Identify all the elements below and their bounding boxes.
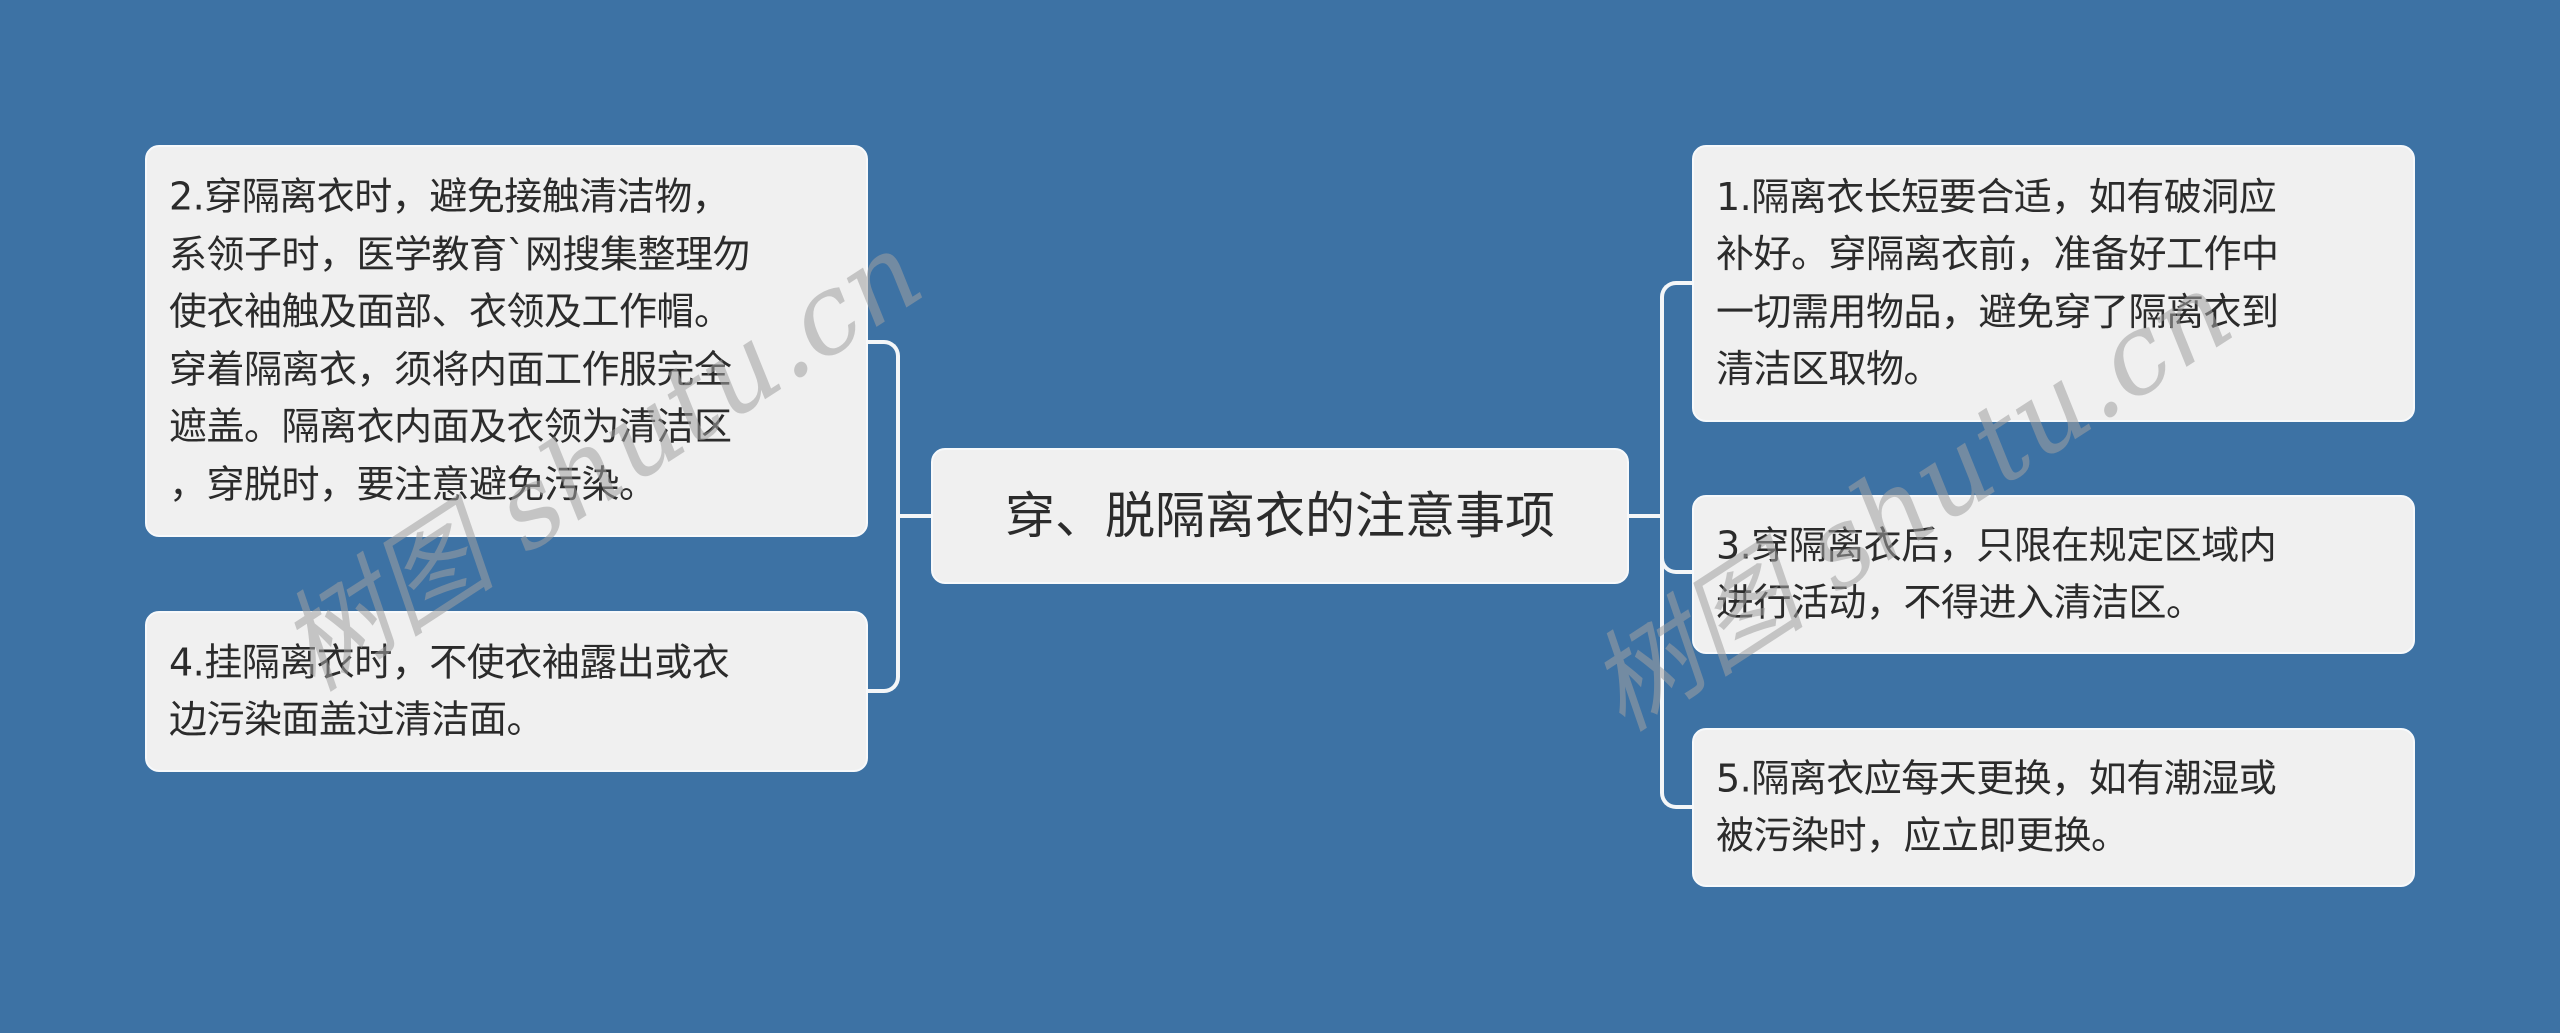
text-line: 2.穿隔离衣时，避免接触清洁物， bbox=[169, 174, 730, 219]
text-line: 清洁区取物。 bbox=[1716, 347, 1942, 391]
branch-node-5-text: 5.隔离衣应每天更换，如有潮湿或 被污染时，应立即更换。 bbox=[1716, 750, 2399, 865]
text-line: ，穿脱时，要注意避免污染。 bbox=[169, 462, 657, 506]
text-line: 被污染时，应立即更换。 bbox=[1716, 813, 2129, 858]
root-node-label: 穿、脱隔离衣的注意事项 bbox=[1005, 487, 1555, 545]
text-line: 3.穿隔离衣后，只限在规定区域内 bbox=[1716, 523, 2277, 567]
bracket-right-bottom bbox=[1660, 514, 1694, 809]
bracket-left-top bbox=[866, 340, 900, 518]
branch-node-1[interactable]: 1.隔离衣长短要合适，如有破洞应 补好。穿隔离衣前，准备好工作中 一切需用物品，… bbox=[1692, 145, 2415, 422]
root-node[interactable]: 穿、脱隔离衣的注意事项 bbox=[931, 448, 1629, 584]
text-line: 补好。穿隔离衣前，准备好工作中 bbox=[1716, 232, 2279, 276]
text-line: 使衣袖触及面部、衣领及工作帽。 bbox=[169, 289, 732, 334]
branch-node-2-text: 2.穿隔离衣时，避免接触清洁物， 系领子时，医学教育`网搜集整理勿 使衣袖触及面… bbox=[169, 169, 852, 514]
text-line: 4.挂隔离衣时，不使衣袖露出或衣 bbox=[169, 640, 730, 684]
text-line: 穿着隔离衣，须将内面工作服完全 bbox=[169, 347, 732, 391]
text-line: 5.隔离衣应每天更换，如有潮湿或 bbox=[1716, 756, 2277, 800]
branch-node-5[interactable]: 5.隔离衣应每天更换，如有潮湿或 被污染时，应立即更换。 bbox=[1692, 728, 2415, 887]
branch-node-3[interactable]: 3.穿隔离衣后，只限在规定区域内 进行活动，不得进入清洁区。 bbox=[1692, 495, 2415, 654]
connector-root-left bbox=[898, 514, 932, 518]
text-line: 一切需用物品，避免穿了隔离衣到 bbox=[1716, 289, 2279, 334]
text-line: 边污染面盖过清洁面。 bbox=[169, 697, 545, 742]
branch-node-1-text: 1.隔离衣长短要合适，如有破洞应 补好。穿隔离衣前，准备好工作中 一切需用物品，… bbox=[1716, 169, 2399, 399]
text-line: 遮盖。隔离衣内面及衣领为清洁区 bbox=[169, 404, 732, 449]
connector-root-right bbox=[1628, 514, 1664, 518]
text-line: 系领子时，医学教育`网搜集整理勿 bbox=[169, 232, 751, 276]
branch-node-2[interactable]: 2.穿隔离衣时，避免接触清洁物， 系领子时，医学教育`网搜集整理勿 使衣袖触及面… bbox=[145, 145, 868, 537]
branch-node-4[interactable]: 4.挂隔离衣时，不使衣袖露出或衣 边污染面盖过清洁面。 bbox=[145, 611, 868, 772]
branch-node-4-text: 4.挂隔离衣时，不使衣袖露出或衣 边污染面盖过清洁面。 bbox=[169, 634, 852, 749]
bracket-left-bottom bbox=[866, 514, 900, 693]
branch-node-3-text: 3.穿隔离衣后，只限在规定区域内 进行活动，不得进入清洁区。 bbox=[1716, 517, 2399, 632]
text-line: 进行活动，不得进入清洁区。 bbox=[1716, 580, 2204, 625]
text-line: 1.隔离衣长短要合适，如有破洞应 bbox=[1716, 174, 2277, 219]
bracket-right-middle bbox=[1660, 540, 1694, 574]
bracket-right-top bbox=[1660, 281, 1694, 518]
